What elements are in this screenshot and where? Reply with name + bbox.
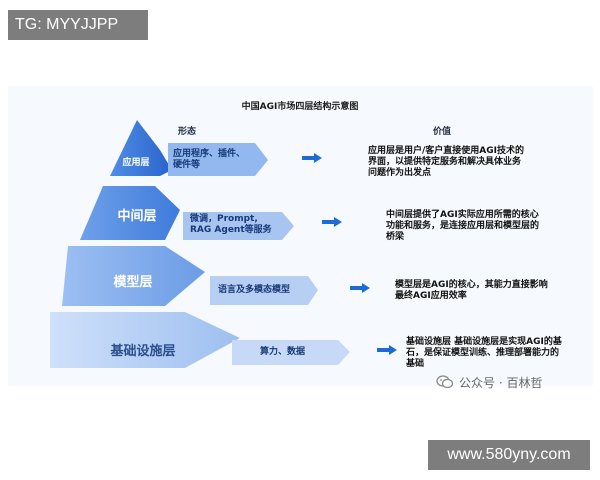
layer-form-infrastructure: 算力、数据 [260,347,306,357]
layer-name-middle: 中间层 [117,209,157,224]
layer-value-model: 模型层是AGI的核心，其能力直接影响 最终AGI应用效率 [395,280,548,301]
layer-name-model: 模型层 [113,275,153,290]
layer-value-application: 应用层是用户/客户直接使用AGI技术的 界面，以提供特定服务和解决具体业务 问题… [368,146,524,178]
layer-form-application: 应用程序、插件、 硬件等 [173,149,246,170]
wechat-icon [436,375,454,389]
layer-name-application: 应用层 [122,158,150,168]
form-band-2 [183,212,294,240]
diagram-title: 中国AGI市场四层结构示意图 [241,102,359,112]
pyramid-tier-2 [80,186,180,240]
watermark-top-left: TG: MYYJJPP [8,10,148,40]
wechat-account-text: 公众号 · 百林哲 [459,375,543,390]
layer-value-middle: 中间层提供了AGI实际应用所需的核心 功能和服务，是连接应用层和模型层的 桥梁 [386,210,540,242]
column-header-form: 形态 [178,127,197,137]
layer-form-model: 语言及多模态模型 [218,285,291,295]
arrow-right-icon [322,217,342,227]
layer-value-infrastructure: 基础设施层 基础设施层是实现AGI的基 石，是保证模型训练、推理部署能力的 基础 [406,337,562,369]
column-header-value: 价值 [433,127,452,137]
arrow-right-icon [377,345,397,355]
pyramid-tier-3 [62,246,205,306]
arrow-right-icon [302,153,322,163]
layer-name-infrastructure: 基础设施层 [110,344,176,359]
pyramid-tier-1 [110,120,172,176]
layer-form-middle: 微调，Prompt, RAG Agent等服务 [190,214,272,235]
pyramid-tier-4 [50,312,240,368]
arrow-right-icon [350,283,370,293]
form-band-1 [168,143,268,176]
watermark-bottom-right: www.580yny.com [428,440,590,470]
form-band-3 [210,276,318,305]
wechat-account-label: 公众号 · 百林哲 [436,373,542,391]
form-band-4 [232,340,350,365]
